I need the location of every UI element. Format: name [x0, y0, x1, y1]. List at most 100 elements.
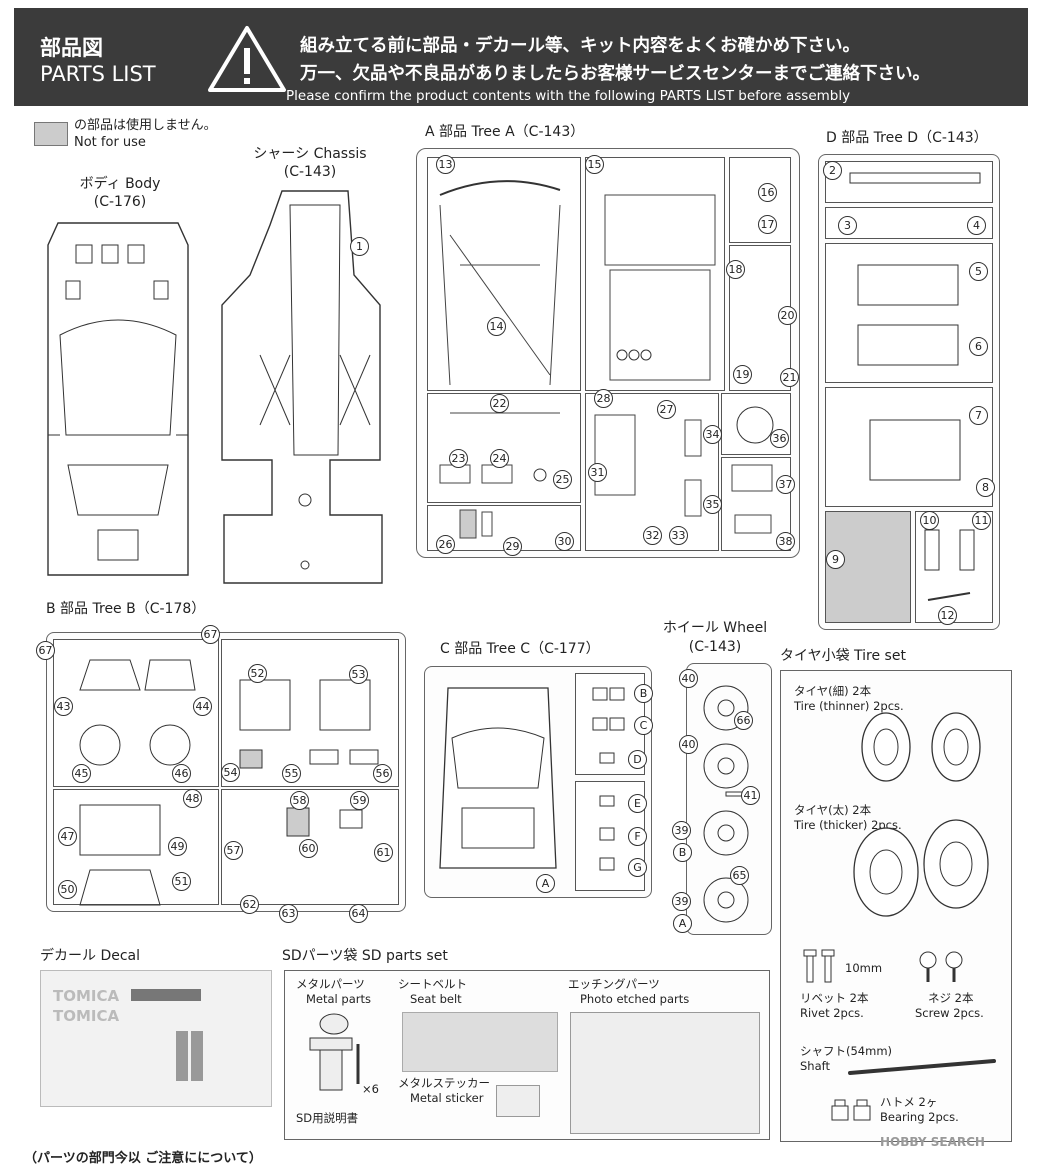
screw-ja: ネジ 2本: [928, 991, 974, 1005]
screw-icon: [919, 951, 963, 982]
part-letter: A: [536, 874, 555, 893]
part-number: 40: [679, 735, 698, 754]
part-number: 31: [588, 463, 607, 482]
legend-ja: の部品は使用しません。: [74, 118, 217, 133]
sd-metal-ja: メタルパーツ: [296, 977, 365, 991]
part-number: 46: [172, 764, 191, 783]
part-number: 58: [290, 791, 309, 810]
part-number: 32: [643, 526, 662, 545]
body-shell-drawing: [47, 222, 189, 576]
decal-logo-text: TOMICA: [53, 987, 120, 1005]
part-number: 8: [976, 478, 995, 497]
part-number: 55: [282, 764, 301, 783]
part-number: 15: [585, 155, 604, 174]
part-number: 6: [969, 337, 988, 356]
tree-d-frame: [818, 154, 1000, 630]
tree-b-title: B 部品 Tree B（C-178）: [46, 601, 206, 617]
metal-parts-icon: [309, 1013, 360, 1091]
part-number: 43: [54, 697, 73, 716]
part-number: 63: [279, 904, 298, 923]
shaft-icon: [848, 1059, 996, 1075]
part-number: 35: [703, 495, 722, 514]
sd-etch-ja: エッチングパーツ: [568, 977, 660, 991]
seatbelt-decal: [176, 1031, 188, 1081]
part-number: 3: [838, 216, 857, 235]
part-number: 25: [553, 470, 572, 489]
sd-title: SDパーツ袋 SD parts set: [282, 948, 448, 964]
sd-manual: SD用説明書: [296, 1111, 359, 1125]
part-number: 56: [373, 764, 392, 783]
wheel-title: ホイール Wheel: [662, 620, 768, 636]
part-number: 4: [967, 216, 986, 235]
tree-d-title: D 部品 Tree D（C-143）: [826, 130, 988, 146]
seatbelt-decal: [191, 1031, 203, 1081]
body-title: ボディ Body: [79, 176, 161, 192]
part-number: 41: [741, 786, 760, 805]
seat-belt-sheet: [402, 1012, 558, 1072]
decal-strip: [131, 989, 201, 1001]
tree-a-cell: [585, 393, 719, 551]
part-number: 36: [770, 429, 789, 448]
tree-a-title: A 部品 Tree A（C-143）: [425, 124, 585, 140]
part-number: 29: [503, 537, 522, 556]
not-for-use-swatch: [34, 122, 68, 146]
tree-d-cell: [825, 387, 993, 507]
rivet-icon: [803, 949, 835, 983]
sd-belt-ja: シートベルト: [398, 977, 467, 991]
warning-line-1: 組み立てる前に部品・デカール等、キット内容をよくお確かめ下さい。: [300, 36, 860, 56]
part-number: 48: [183, 789, 202, 808]
sd-sticker-ja: メタルステッカー: [398, 1076, 490, 1090]
tree-a-cell: [427, 157, 581, 391]
title-en: PARTS LIST: [40, 62, 156, 86]
part-number: 38: [776, 532, 795, 551]
sd-etch-en: Photo etched parts: [580, 992, 690, 1006]
warning-line-2: 万一、欠品や不良品がありましたらお客様サービスセンターまでご連絡下さい。: [300, 64, 930, 84]
screw-en: Screw 2pcs.: [915, 1006, 984, 1020]
part-number: 23: [449, 449, 468, 468]
part-number: 59: [350, 791, 369, 810]
part-number: 61: [374, 843, 393, 862]
shaft-en: Shaft: [800, 1059, 830, 1073]
part-number: 9: [826, 550, 845, 569]
chassis-drawing: [221, 190, 383, 584]
part-number: 20: [778, 306, 797, 325]
bearing-en: Bearing 2pcs.: [880, 1110, 959, 1124]
rivet-ja: リベット 2本: [800, 991, 869, 1005]
part-number: 13: [436, 155, 455, 174]
part-number: 19: [733, 365, 752, 384]
wheel-code: (C-143): [688, 639, 742, 655]
part-number: 1: [350, 237, 369, 256]
part-number: 64: [349, 904, 368, 923]
part-number: 34: [703, 425, 722, 444]
part-number: 39: [672, 892, 691, 911]
thick-tire-icon: [853, 819, 989, 917]
part-number: 53: [349, 665, 368, 684]
part-number: 2: [823, 161, 842, 180]
title-ja: 部品図: [40, 36, 103, 60]
tree-d-parts-drawing: [849, 172, 981, 601]
part-number: 5: [969, 262, 988, 281]
decal-title: デカール Decal: [40, 948, 141, 964]
legend-en: Not for use: [74, 135, 146, 150]
warning-line-3: Please confirm the product contents with…: [286, 88, 851, 104]
part-number: 66: [734, 711, 753, 730]
part-number: 45: [72, 764, 91, 783]
sd-metal-en: Metal parts: [306, 992, 371, 1006]
part-letter: F: [628, 827, 647, 846]
bearing-icon: [831, 1099, 871, 1121]
decal-logo-text: TOMICA: [53, 1007, 120, 1025]
part-number: 7: [969, 406, 988, 425]
part-number: 44: [193, 697, 212, 716]
part-number: 11: [972, 511, 991, 530]
tree-b-cell: [53, 639, 219, 787]
part-number: 39: [672, 821, 691, 840]
part-number: 49: [168, 837, 187, 856]
part-letter: C: [634, 716, 653, 735]
chassis-title: シャーシ Chassis: [253, 146, 367, 162]
decal-sheet: TOMICA TOMICA: [40, 970, 272, 1107]
thin-tire-icon: [861, 712, 981, 782]
tree-d-cell: [825, 161, 993, 203]
wheel-drawing: [703, 685, 753, 923]
tire-thin-en: Tire (thinner) 2pcs.: [794, 699, 904, 713]
part-number: 18: [726, 260, 745, 279]
